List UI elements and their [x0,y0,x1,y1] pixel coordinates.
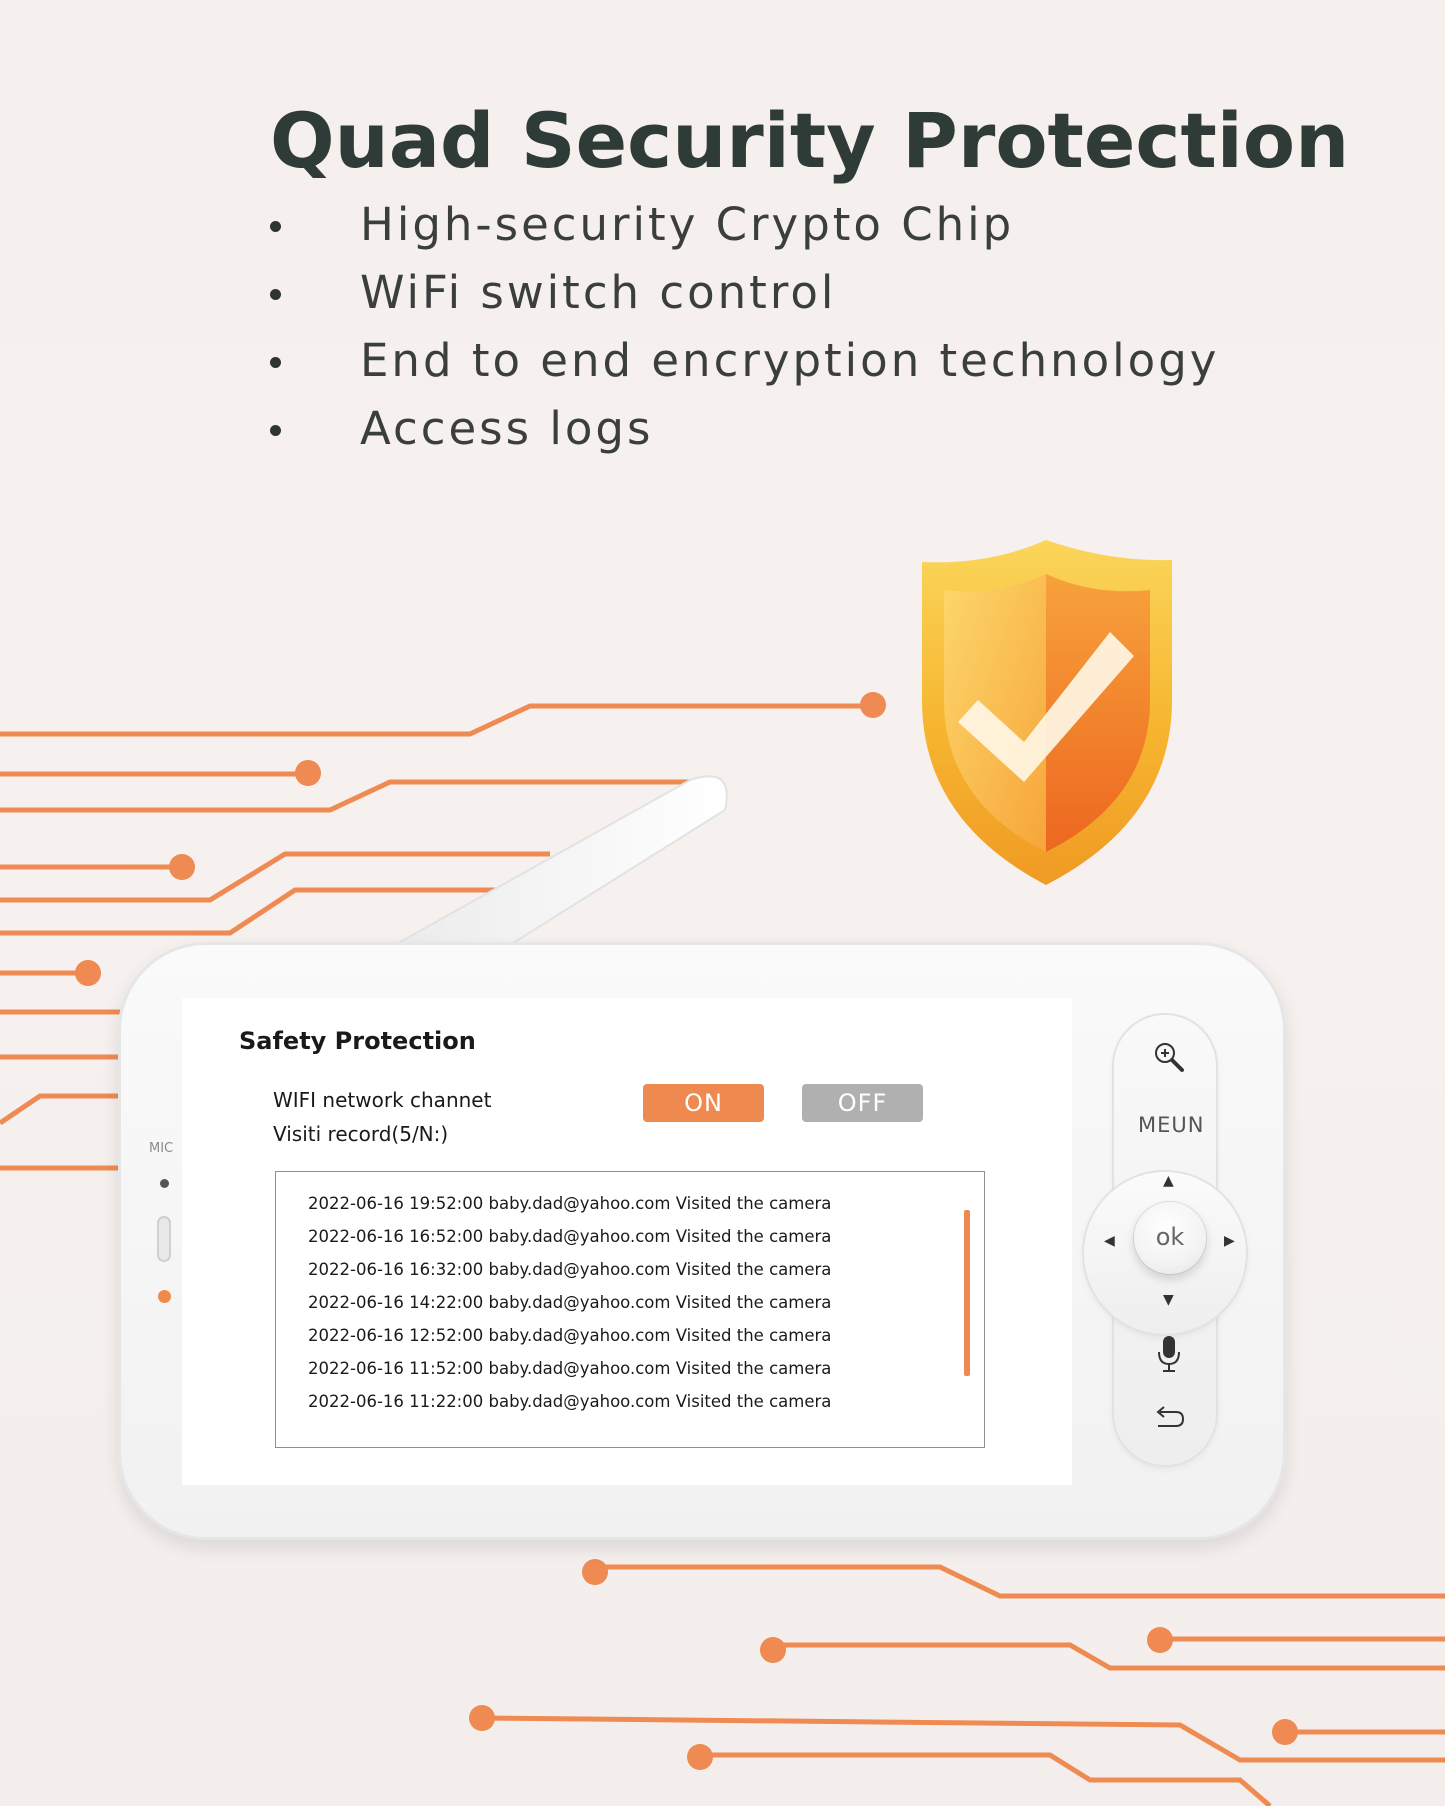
feature-text: WiFi switch control [360,266,837,319]
access-log-list: 2022-06-16 19:52:00 baby.dad@yahoo.com V… [275,1171,985,1448]
shield-check-icon [922,540,1172,885]
log-scrollbar[interactable] [964,1210,970,1376]
log-entry: 2022-06-16 12:52:00 baby.dad@yahoo.com V… [308,1326,832,1345]
feature-text: End to end encryption technology [360,334,1220,387]
bullet-icon [270,221,281,232]
log-entry: 2022-06-16 14:22:00 baby.dad@yahoo.com V… [308,1293,832,1312]
back-button[interactable] [1152,1404,1186,1434]
zoom-button[interactable] [1150,1038,1190,1078]
side-slot [157,1216,171,1262]
arrow-left-icon[interactable]: ◀ [1104,1233,1115,1249]
device-screen: Safety Protection WIFI network channet V… [182,998,1072,1485]
menu-button[interactable]: MEUN [1138,1113,1205,1137]
feature-item: High-security Crypto Chip [268,196,1219,264]
arrow-down-icon[interactable]: ▼ [1163,1292,1174,1308]
wifi-network-label: WIFI network channet [273,1088,492,1112]
feature-item: End to end encryption technology [268,332,1219,400]
talk-button[interactable] [1156,1334,1182,1374]
circuit-nodes-left [75,692,886,986]
microphone-icon [1158,1336,1180,1372]
screen-title: Safety Protection [239,1027,476,1055]
visit-record-label: Visiti record(5/N:) [273,1122,449,1146]
mic-label: MIC [149,1141,174,1156]
feature-text: Access logs [360,402,654,455]
microphone-hole [160,1179,169,1188]
arrow-right-icon[interactable]: ▶ [1224,1233,1235,1249]
circuit-traces-bottom [481,1564,1445,1806]
log-entry: 2022-06-16 16:32:00 baby.dad@yahoo.com V… [308,1260,832,1279]
page-headline: Quad Security Protection [270,96,1350,185]
back-icon [1156,1406,1185,1427]
bullet-icon [270,289,281,300]
wifi-off-button[interactable]: OFF [802,1084,923,1122]
ok-button[interactable]: ok [1134,1202,1206,1274]
antenna [397,775,728,972]
feature-item: WiFi switch control [268,264,1219,332]
zoom-in-icon [1155,1043,1184,1072]
power-led [158,1290,171,1303]
log-entry: 2022-06-16 11:22:00 baby.dad@yahoo.com V… [308,1392,832,1411]
wifi-on-button[interactable]: ON [643,1084,764,1122]
circuit-traces-left [0,703,873,1171]
feature-list: High-security Crypto Chip WiFi switch co… [268,196,1219,468]
arrow-up-icon[interactable]: ▲ [1163,1173,1174,1189]
feature-item: Access logs [268,400,1219,468]
log-entry: 2022-06-16 19:52:00 baby.dad@yahoo.com V… [308,1194,832,1213]
log-entry: 2022-06-16 11:52:00 baby.dad@yahoo.com V… [308,1359,832,1378]
circuit-nodes-bottom [469,1559,1298,1770]
bullet-icon [270,357,281,368]
feature-text: High-security Crypto Chip [360,198,1015,251]
bullet-icon [270,425,281,436]
log-entry: 2022-06-16 16:52:00 baby.dad@yahoo.com V… [308,1227,832,1246]
